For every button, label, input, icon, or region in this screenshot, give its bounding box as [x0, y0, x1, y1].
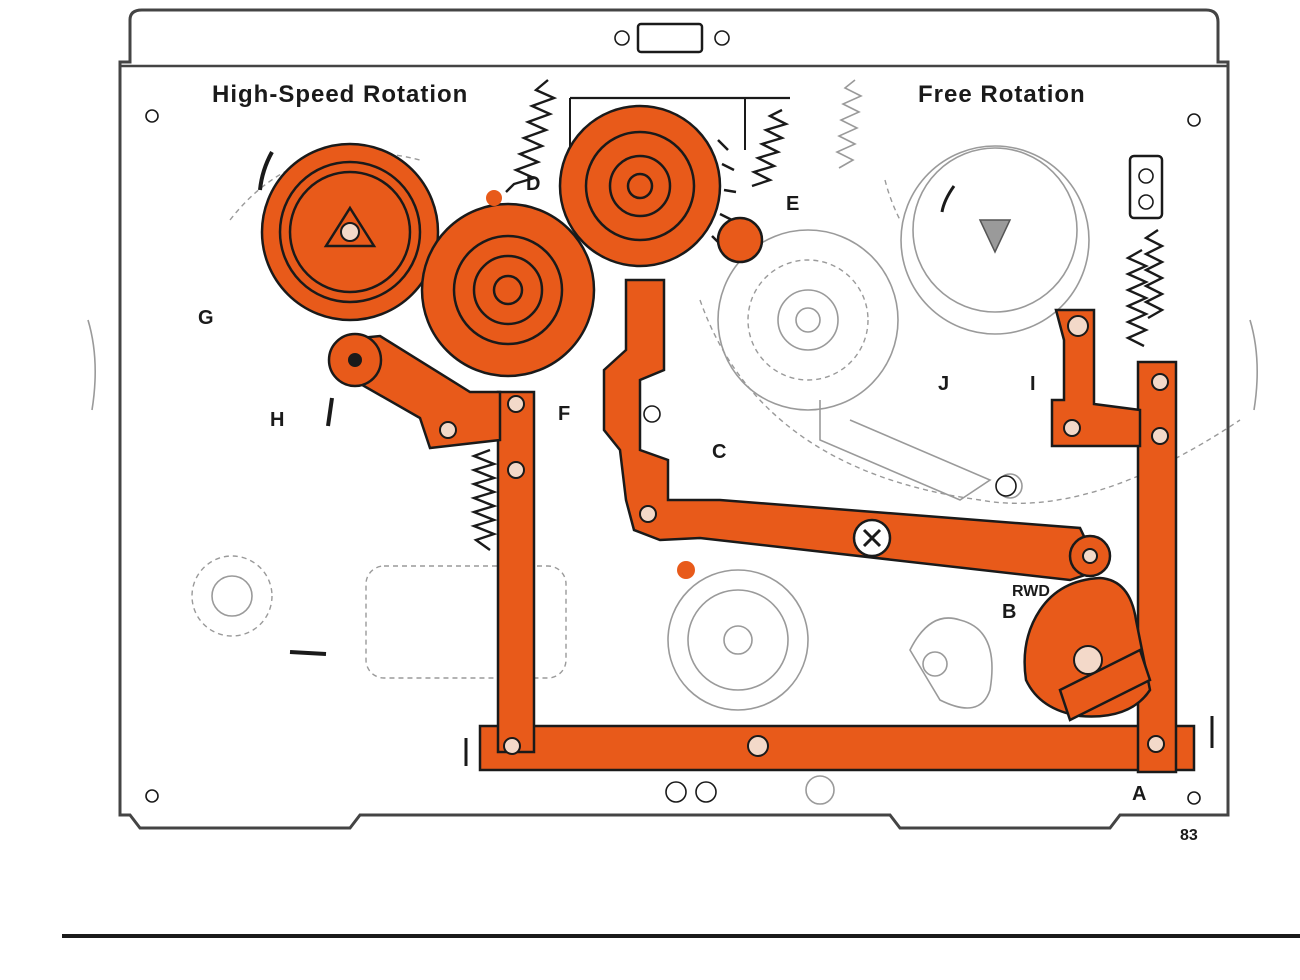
small-details	[258, 151, 1214, 803]
title-high-speed: High-Speed Rotation	[212, 81, 468, 108]
roller-f	[420, 202, 596, 378]
lever-a-bottom-bar	[478, 724, 1196, 772]
spring-e	[750, 108, 790, 188]
chassis-frame: 83	[118, 8, 1230, 844]
spring-h	[470, 448, 498, 551]
label-g: G	[198, 307, 214, 329]
active-parts	[260, 104, 1196, 774]
label-d: D	[526, 173, 540, 195]
labels: High-Speed Rotation Free Rotation A B C …	[198, 81, 1146, 805]
title-free-rotation: Free Rotation	[918, 81, 1086, 108]
label-f: F	[558, 403, 570, 425]
lever-a-right-bar	[1136, 360, 1178, 774]
spring-i	[1125, 248, 1149, 348]
gear-d	[558, 104, 722, 268]
label-e: E	[786, 193, 799, 215]
label-a: A	[1132, 783, 1146, 805]
label-b: B	[1002, 601, 1016, 623]
lever-c	[602, 278, 1102, 582]
ghost-slot	[365, 565, 567, 679]
spring-ghost	[835, 79, 863, 169]
ghost-reel-lower	[667, 569, 809, 711]
springs	[470, 79, 1165, 551]
red-dot	[677, 561, 695, 579]
ghost-cam	[909, 617, 993, 709]
svg-text:83: 83	[1180, 827, 1198, 844]
lever-i	[1050, 308, 1142, 448]
bracket-top-right	[1128, 154, 1164, 220]
spring-d	[505, 79, 558, 193]
ghost-reel-large	[717, 229, 899, 411]
label-h: H	[270, 409, 284, 431]
label-c: C	[712, 441, 726, 463]
label-j: J	[938, 373, 949, 395]
wheel-e	[716, 216, 764, 264]
ghost-hub-icon	[978, 219, 1012, 254]
label-rwd: RWD	[1012, 583, 1050, 600]
ghost-roller	[191, 555, 273, 637]
lever-f-vertical-bar	[496, 390, 536, 754]
ghost-reel-right	[900, 145, 1090, 335]
reel-g-hub-icon	[323, 205, 377, 248]
label-i: I	[1030, 373, 1036, 395]
top-slot	[636, 22, 704, 54]
